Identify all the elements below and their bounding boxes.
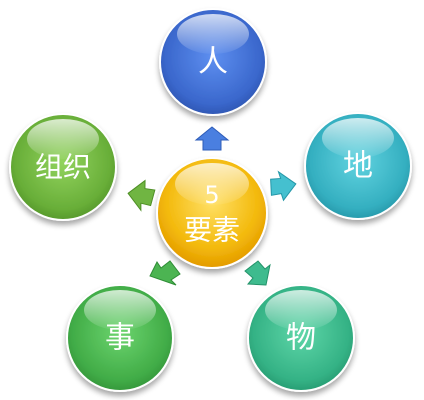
arrow-to-wu (244, 260, 271, 286)
node-shi: 事 (66, 284, 174, 392)
node-ren-label: 人 (198, 45, 228, 80)
node-zuzhi: 组织 (9, 113, 117, 221)
node-ren: 人 (159, 8, 267, 116)
node-wu: 物 (247, 284, 355, 392)
arrow-to-zuzhi (127, 179, 156, 212)
node-zuzhi-label: 组织 (35, 151, 91, 184)
arrow-to-di (270, 170, 297, 202)
node-wu-label: 物 (286, 321, 316, 356)
node-di: 地 (304, 112, 412, 220)
arrow-to-ren (194, 126, 230, 151)
center-number: 5 (204, 181, 219, 209)
arrow-to-shi (149, 260, 181, 286)
node-shi-label: 事 (105, 321, 135, 356)
center-label: 要素 (184, 214, 240, 247)
center-node: 5 要素 (156, 157, 268, 269)
node-di-label: 地 (343, 149, 373, 184)
